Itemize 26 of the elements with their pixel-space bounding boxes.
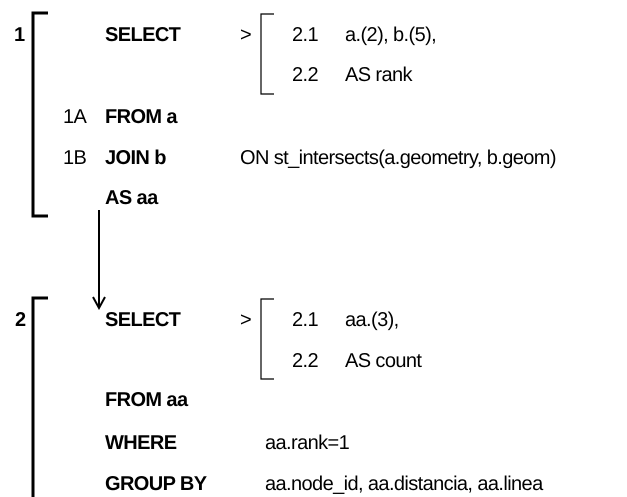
sql-expression: aa.node_id, aa.distancia, aa.linea xyxy=(265,472,543,496)
sql-expression: aa.rank=1 xyxy=(265,431,350,455)
step-number: 1A xyxy=(63,105,86,129)
step-number: 1 xyxy=(14,23,25,47)
arrow-sign: > xyxy=(240,308,252,332)
item-number: 2.2 xyxy=(292,349,318,373)
sql-expression: AS rank xyxy=(345,63,412,87)
arrow-sign: > xyxy=(240,23,252,47)
sql-expression: a.(2), b.(5), xyxy=(345,23,436,47)
sql-expression: aa.(3), xyxy=(345,308,399,332)
step-number: 1B xyxy=(63,146,86,170)
item-number: 2.1 xyxy=(292,23,318,47)
sql-keyword: SELECT xyxy=(105,308,180,332)
sql-keyword: SELECT xyxy=(105,23,180,47)
sql-keyword: WHERE xyxy=(105,431,176,455)
item-number: 2.1 xyxy=(292,308,318,332)
sql-expression: ON st_intersects(a.geometry, b.geom) xyxy=(240,146,556,170)
item-number: 2.2 xyxy=(292,63,318,87)
step-number: 2 xyxy=(15,308,26,332)
sql-keyword: JOIN b xyxy=(105,146,166,170)
arrow xyxy=(92,210,106,309)
sql-keyword: FROM a xyxy=(105,105,177,129)
sql-keyword: AS aa xyxy=(105,186,158,210)
sql-keyword: GROUP BY xyxy=(105,472,207,496)
sql-keyword: FROM aa xyxy=(105,388,188,412)
sql-expression: AS count xyxy=(345,349,422,373)
